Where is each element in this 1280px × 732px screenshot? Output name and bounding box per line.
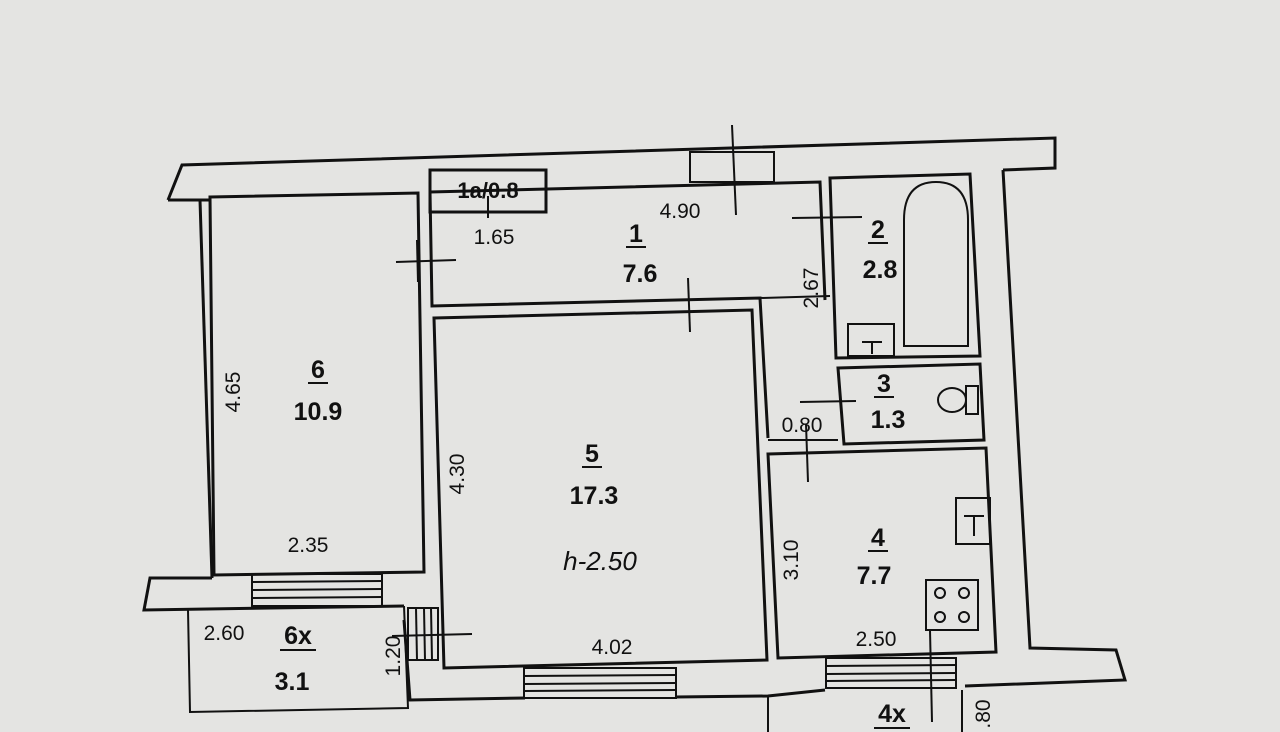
room-5-height: h-2.50 xyxy=(563,546,637,576)
room-3-label: 3 1.3 xyxy=(871,370,906,434)
dim-0-80: 0.80 xyxy=(782,414,823,437)
dim-2-35: 2.35 xyxy=(288,534,329,557)
room-4x-number: 4x xyxy=(878,700,906,728)
sink-icon xyxy=(847,323,895,357)
interior-walls xyxy=(208,172,998,670)
room-1-label: 1 7.6 xyxy=(623,220,658,288)
room-4-area: 7.7 xyxy=(857,562,892,590)
room-4-number: 4 xyxy=(871,524,885,552)
room-6x-number: 6x xyxy=(284,622,312,650)
room-1a-box xyxy=(428,168,548,214)
room-6x-label: 6x 3.1 xyxy=(275,622,316,696)
dim-2-50: 2.50 xyxy=(856,628,897,651)
room-4x-label: 4x xyxy=(874,700,910,729)
dim-4-30: 4.30 xyxy=(446,454,469,495)
room-1-number: 1 xyxy=(629,220,643,248)
room-5-number: 5 xyxy=(585,440,599,468)
room-6-number: 6 xyxy=(311,356,325,384)
room-6x-area: 3.1 xyxy=(275,668,310,696)
bathtub-icon xyxy=(903,180,969,347)
dim-1-20: 1.20 xyxy=(382,636,405,677)
kitchen-sink-icon xyxy=(955,497,991,545)
dimension-labels: 1.65 4.90 2.67 4.65 0.80 4.30 2.35 3.10 … xyxy=(204,200,995,729)
dim-4-02: 4.02 xyxy=(592,636,633,659)
dim-80-partial: .80 xyxy=(972,699,995,728)
room-5-area: 17.3 xyxy=(570,482,619,510)
dim-4-90: 4.90 xyxy=(660,200,701,223)
room-5-label: 5 17.3 h-2.50 xyxy=(563,440,637,576)
room-2-label: 2 2.8 xyxy=(863,216,898,284)
room-3-number: 3 xyxy=(877,370,891,398)
room-4-label: 4 7.7 xyxy=(857,524,892,590)
room-3-area: 1.3 xyxy=(871,406,906,434)
stove-icon xyxy=(925,579,979,631)
window-room5 xyxy=(523,667,677,699)
room-1-area: 7.6 xyxy=(623,260,658,288)
balcony-door xyxy=(391,607,473,661)
window-room6 xyxy=(251,573,383,607)
window-room4 xyxy=(825,629,957,723)
windows xyxy=(251,124,957,723)
room-2-area: 2.8 xyxy=(863,256,898,284)
dim-2-60: 2.60 xyxy=(204,622,245,645)
dim-4-65: 4.65 xyxy=(222,372,245,413)
dim-2-67: 2.67 xyxy=(800,268,823,309)
toilet-icon xyxy=(937,385,979,415)
room-2-number: 2 xyxy=(871,216,885,244)
window-top xyxy=(689,124,775,216)
room-6-label: 6 10.9 xyxy=(294,356,343,426)
door-marks xyxy=(395,196,863,483)
dim-3-10: 3.10 xyxy=(780,540,803,581)
room-6-area: 10.9 xyxy=(294,398,343,426)
room-1a-label: 1a/0.8 xyxy=(457,178,518,203)
outer-walls xyxy=(142,136,1127,732)
dim-1-65: 1.65 xyxy=(474,226,515,249)
